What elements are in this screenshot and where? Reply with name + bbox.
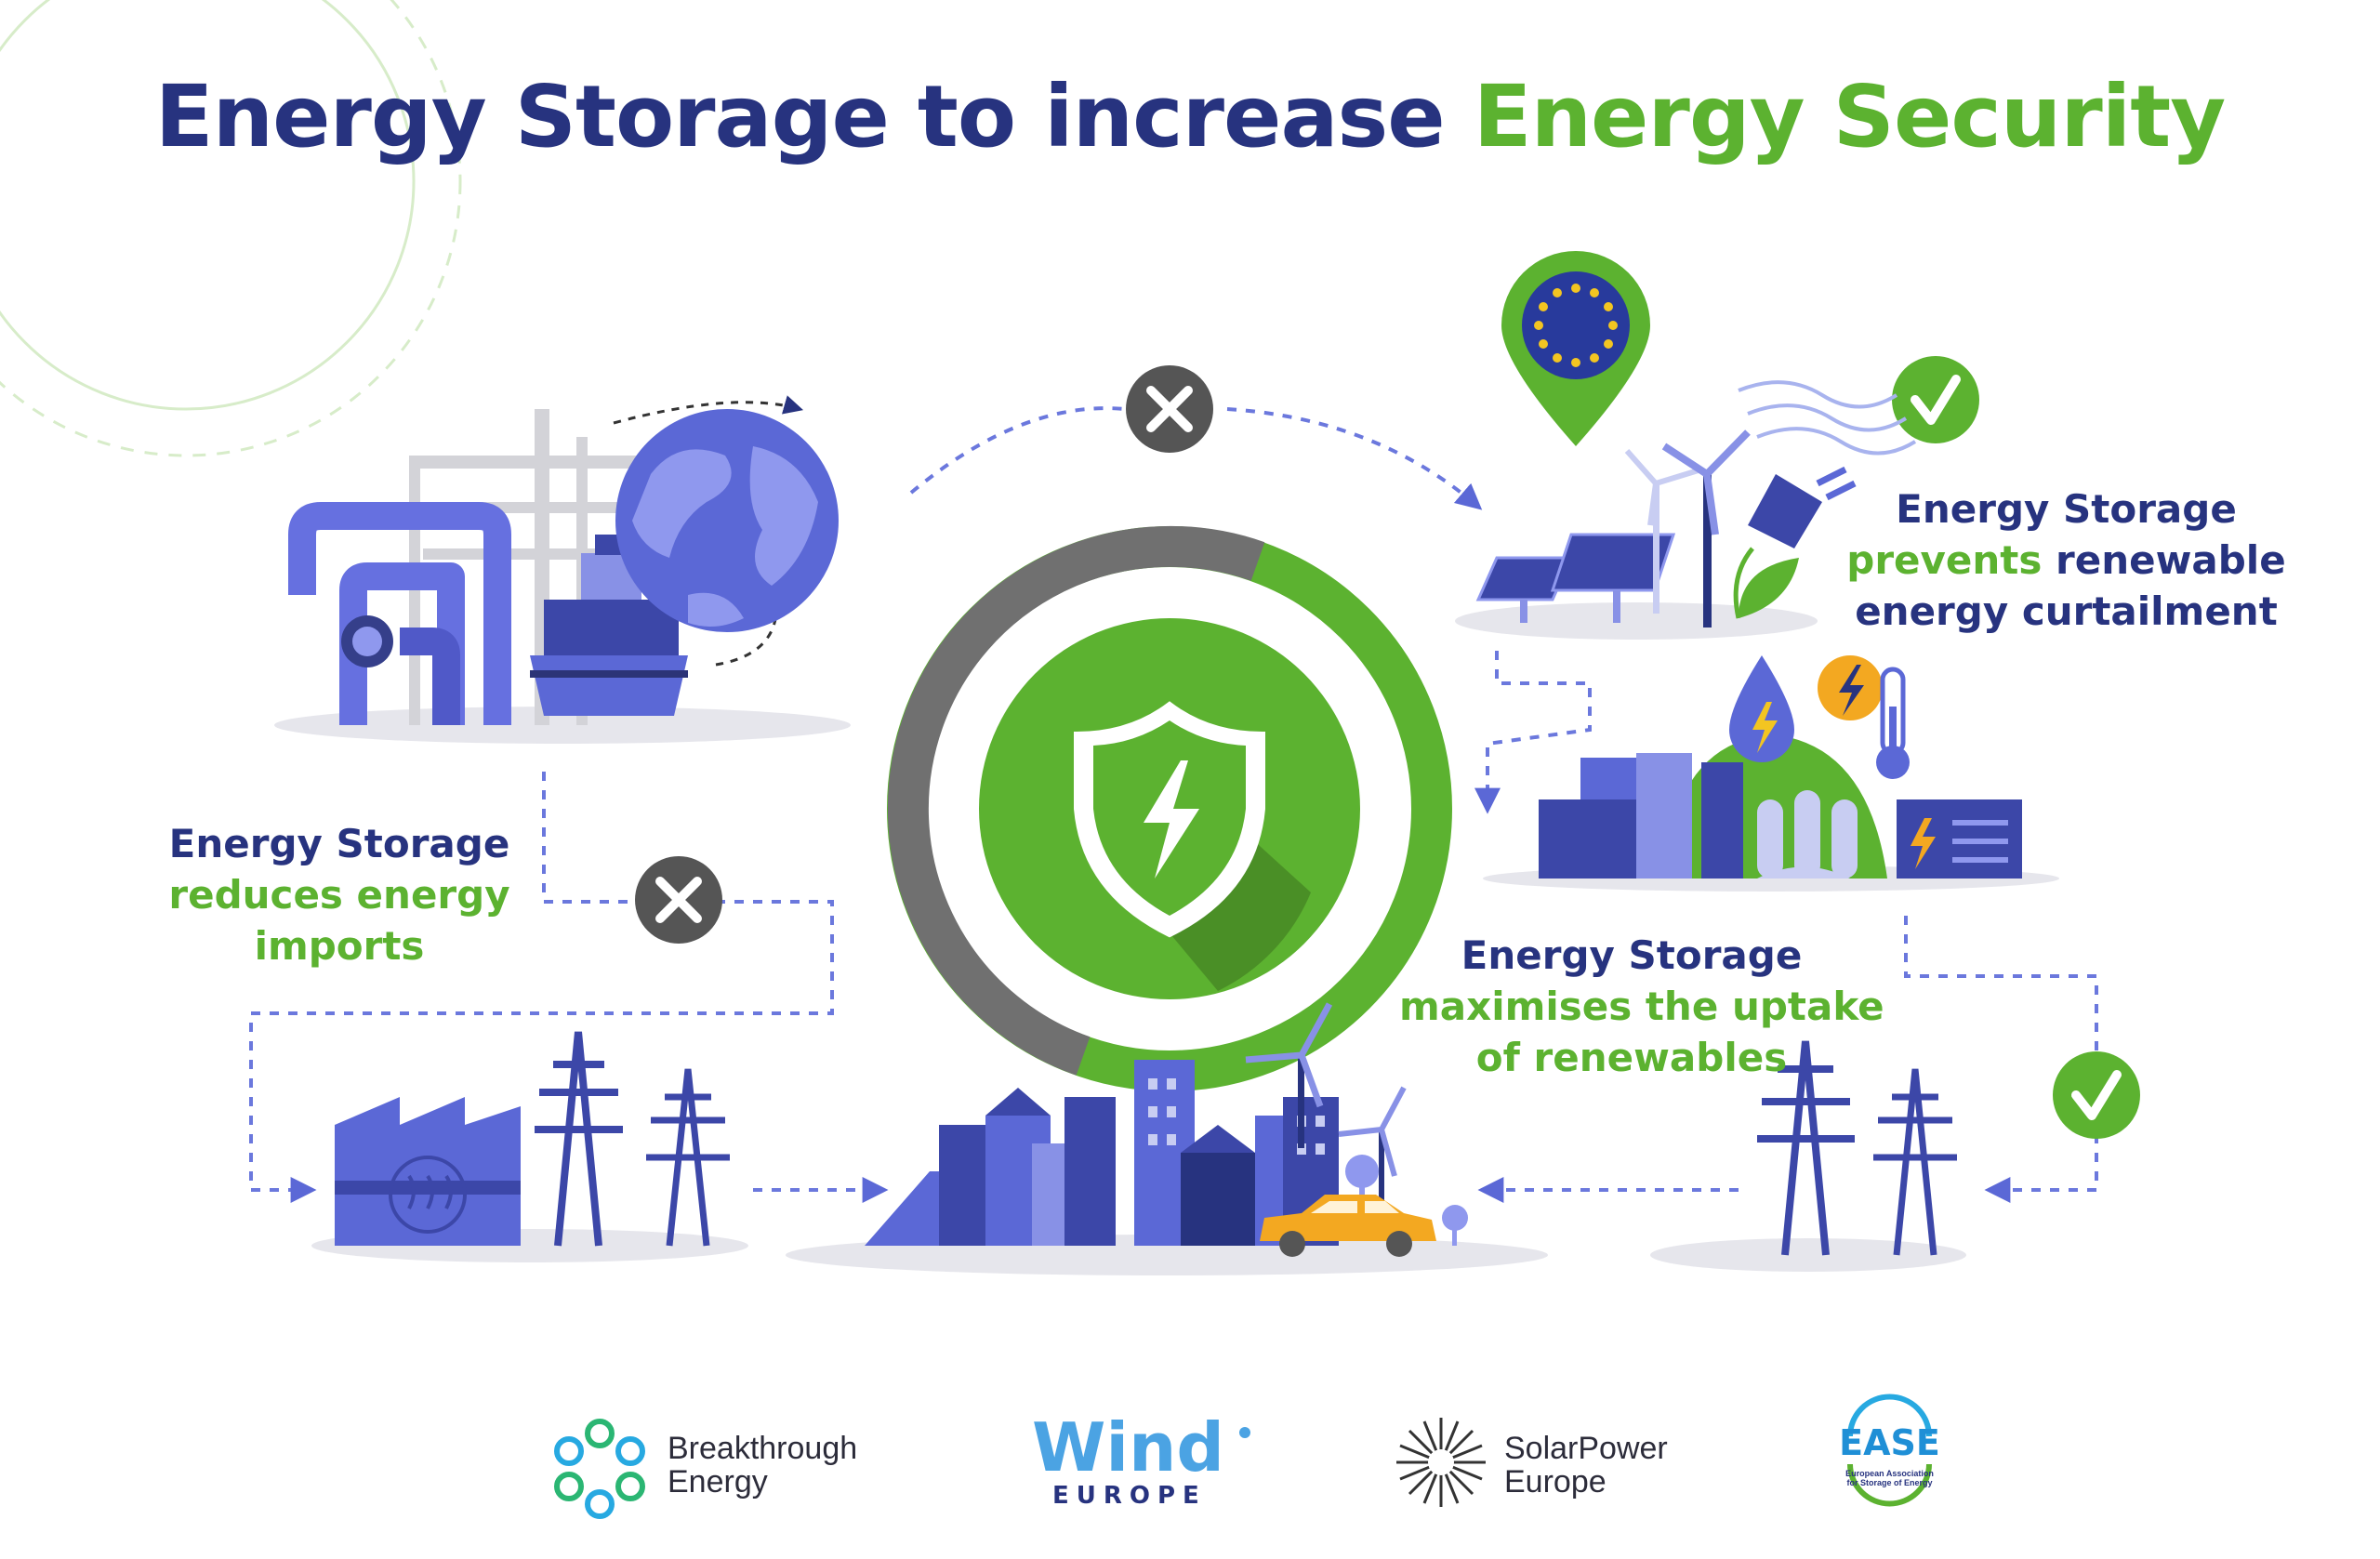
bolt-circle-icon [1818, 655, 1883, 720]
car-icon [1260, 1195, 1436, 1257]
caption-prevents-curtailment: Energy Storage prevents renewable energy… [1836, 483, 2296, 637]
caption-maximises-uptake: Energy Storage maximises the uptake of r… [1399, 930, 1884, 1083]
curtailment-illustration [1455, 251, 1917, 640]
ease-line1: European Association [1845, 1469, 1934, 1478]
caption-imports-line2: reduces energy [168, 872, 510, 918]
page-title: Energy Storage to increase Energy Securi… [0, 67, 2380, 166]
cross-icon [635, 856, 722, 944]
ease-logo: EASE European Association for Storage of… [1836, 1422, 1943, 1487]
title-part-1: Energy Storage to increase [154, 67, 1446, 166]
caption-curtailment-line2-green: prevents [1846, 537, 2043, 583]
windeurope-sub: EUROPE [1052, 1482, 1207, 1510]
factory-pylons-illustration [311, 1031, 748, 1262]
caption-imports-line1: Energy Storage [168, 821, 510, 866]
central-ring [887, 525, 1452, 1091]
windeurope-dot-icon [1239, 1427, 1250, 1438]
windeurope-logo: Wind EUROPE [1032, 1413, 1264, 1510]
solar-panel-icon [1475, 533, 1676, 623]
eu-location-pin-icon [1501, 251, 1650, 446]
solarpower-line2: Europe [1504, 1464, 1606, 1500]
wind-turbine-icon [1245, 1002, 1333, 1148]
pipe-network [288, 502, 511, 725]
caption-reduces-imports: Energy Storage reduces energy imports [139, 818, 539, 971]
shield-lightning-icon [1074, 701, 1265, 938]
pylon-icon [646, 1068, 730, 1247]
caption-imports-line3: imports [254, 923, 425, 969]
ease-line2: for Storage of Energy [1846, 1478, 1933, 1487]
caption-uptake-line2: maximises the uptake [1399, 984, 1884, 1029]
check-icon [1892, 356, 1979, 443]
pylon-icon [535, 1031, 623, 1247]
title-part-2: Energy Security [1473, 67, 2227, 166]
solarpower-europe-logo-icon [1396, 1418, 1486, 1507]
caption-curtailment-line2-navy: renewable [2056, 537, 2286, 583]
ease-logo-icon [1847, 1394, 1932, 1507]
breakthrough-energy-logo [554, 1419, 645, 1519]
flow-paths [249, 395, 2098, 1203]
imports-illustration [274, 409, 851, 744]
pylon-icon [1873, 1068, 1957, 1256]
city-illustration [786, 1002, 1548, 1275]
wind-turbine-icon [1338, 1086, 1407, 1227]
caption-curtailment-line3: energy curtailment [1855, 588, 2278, 634]
plug-icon [1748, 466, 1857, 548]
water-drop-icon [1729, 655, 1794, 762]
decorative-circles [0, 0, 462, 457]
caption-uptake-line1: Energy Storage [1461, 932, 1803, 978]
cross-icon [1126, 365, 1213, 453]
globe-icon [615, 409, 839, 632]
pylon-icon [1757, 1040, 1855, 1256]
breakthrough-line1: Breakthrough [668, 1431, 858, 1466]
breakthrough-line2: Energy [668, 1464, 768, 1500]
thermometer-icon [1876, 667, 1910, 779]
wind-lines [1738, 380, 1917, 456]
check-icon [2053, 1051, 2140, 1139]
pylons-illustration-right [1650, 1040, 1966, 1272]
ease-word: EASE [1839, 1422, 1940, 1463]
caption-curtailment-line1: Energy Storage [1896, 486, 2237, 532]
factory-icon [335, 1097, 521, 1246]
industry-illustration [1483, 655, 2059, 892]
windeurope-word: Wind [1032, 1408, 1224, 1486]
caption-uptake-line3: of renewables [1475, 1035, 1788, 1080]
solarpower-line1: SolarPower [1504, 1431, 1668, 1466]
wind-turbine-icon [1624, 429, 1751, 628]
